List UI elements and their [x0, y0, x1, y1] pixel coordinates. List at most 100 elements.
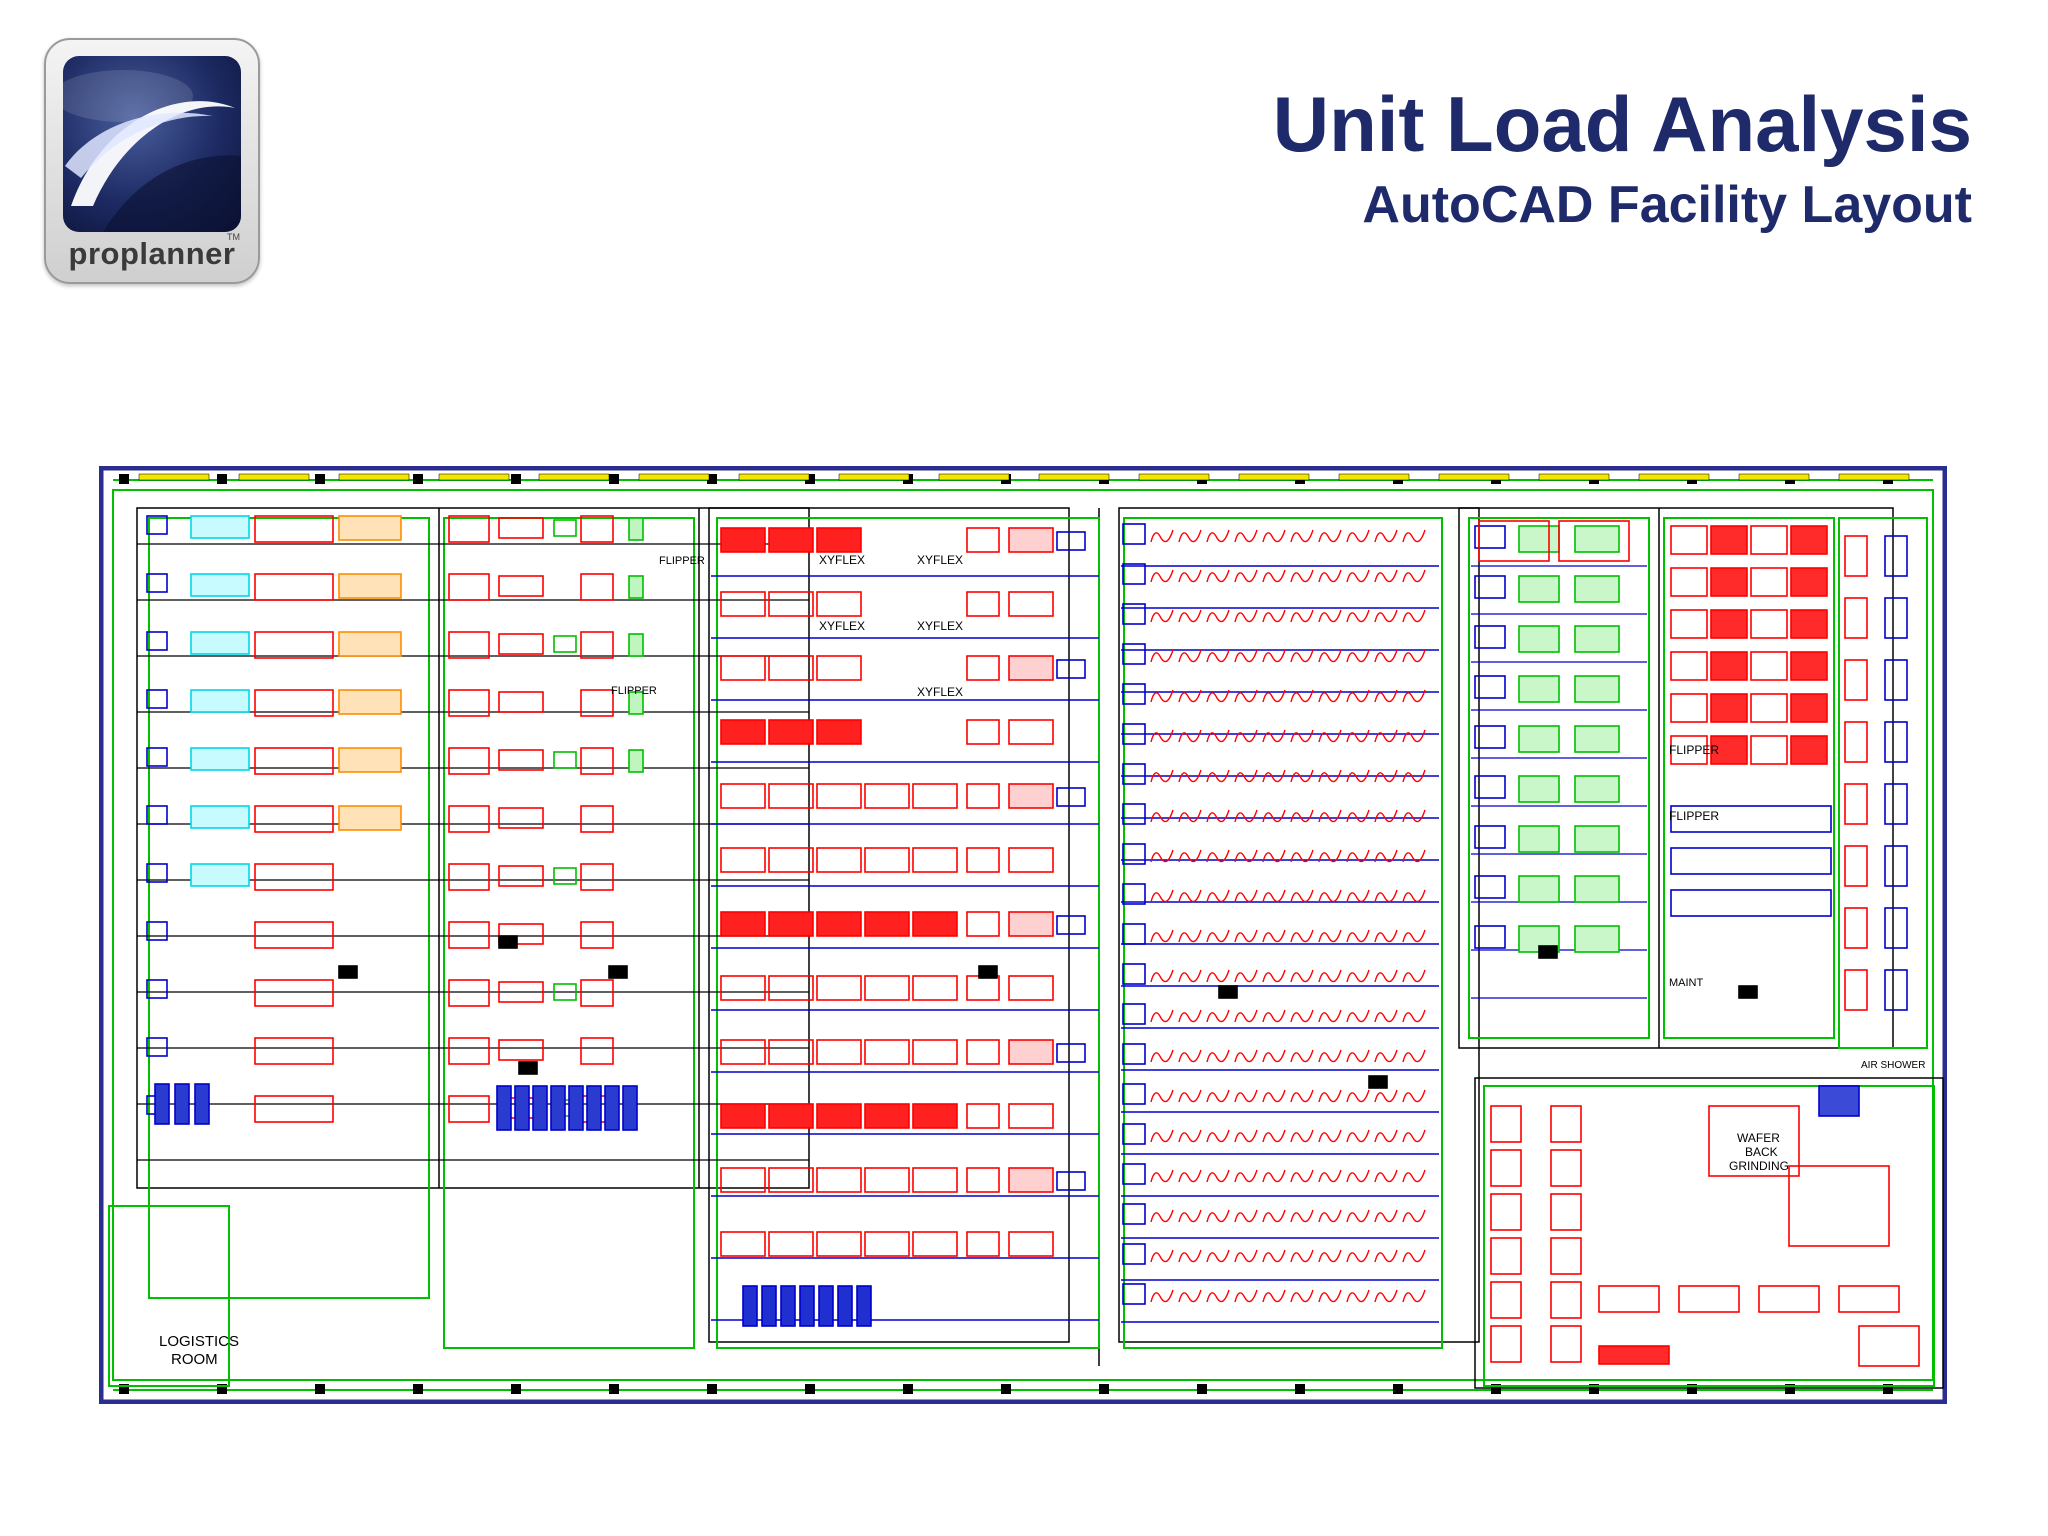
conveyor-loop [1262, 809, 1286, 823]
red-bench [1758, 1285, 1820, 1313]
red-machine [1750, 693, 1788, 723]
green-tag [628, 575, 644, 599]
conveyor-loop [1346, 1289, 1370, 1303]
red-machine [1750, 525, 1788, 555]
air-shower-label: AIR SHOWER [1861, 1060, 1925, 1071]
red-machine [816, 783, 862, 809]
window [738, 473, 810, 481]
red-machine [720, 591, 766, 617]
green-machine [1574, 825, 1620, 853]
conveyor-loop [1374, 929, 1398, 943]
station-icon [1122, 763, 1146, 785]
red-rack [1490, 1325, 1522, 1363]
conveyor-loop [1150, 809, 1174, 823]
column-marker [805, 474, 815, 484]
conveyor-loop [1402, 1089, 1426, 1103]
red-machine [816, 591, 862, 617]
conveyor-loop [1374, 729, 1398, 743]
red-machine [1710, 735, 1748, 765]
conveyor-loop [1206, 649, 1230, 663]
red-rack [1550, 1149, 1582, 1187]
tote [154, 1083, 170, 1125]
conveyor-loop [1262, 609, 1286, 623]
window [938, 473, 1010, 481]
tote [550, 1085, 566, 1131]
window [238, 473, 310, 481]
station-icon [1122, 683, 1146, 705]
conveyor-loop [1402, 969, 1426, 983]
conveyor-loop [1318, 689, 1342, 703]
column-marker [217, 474, 227, 484]
station-icon [1122, 923, 1146, 945]
green-machine [1574, 675, 1620, 703]
conveyor-loop [1262, 929, 1286, 943]
red-cell [498, 575, 544, 597]
conveyor-loop [1374, 1249, 1398, 1263]
conveyor-loop [1374, 889, 1398, 903]
column-marker [1883, 1384, 1893, 1394]
conveyor-loop [1346, 809, 1370, 823]
station-icon [1122, 523, 1146, 545]
blue-cell [1056, 1171, 1086, 1191]
conveyor-loop [1206, 729, 1230, 743]
conveyor-loop [1374, 609, 1398, 623]
station-icon [1474, 775, 1506, 799]
red-cell [580, 515, 614, 543]
conveyor-loop [1346, 689, 1370, 703]
station-icon [1474, 925, 1506, 949]
column-marker [119, 1384, 129, 1394]
red-cell [498, 517, 544, 539]
logistics-room-label-2: ROOM [171, 1351, 218, 1368]
red-cell [966, 719, 1000, 745]
green-machine [1518, 875, 1560, 903]
conveyor-loop [1206, 609, 1230, 623]
conveyor-loop [1150, 929, 1174, 943]
red-machine [1670, 651, 1708, 681]
red-machine [768, 655, 814, 681]
conveyor-loop [1206, 1089, 1230, 1103]
red-machine [254, 805, 334, 833]
conveyor-loop [1318, 729, 1342, 743]
conveyor-loop [1374, 769, 1398, 783]
conveyor-loop [1402, 1169, 1426, 1183]
red-machine [720, 1039, 766, 1065]
conveyor-loop [1150, 649, 1174, 663]
station-icon [1474, 725, 1506, 749]
tote [496, 1085, 512, 1131]
conveyor-loop [1374, 1209, 1398, 1223]
station-icon [1474, 525, 1506, 549]
green-cell [553, 867, 577, 885]
window [838, 473, 910, 481]
red-machine [254, 747, 334, 775]
red-machine [864, 1231, 910, 1257]
zone-green-outlines [108, 517, 1935, 1387]
logo-swoosh-icon [63, 56, 241, 232]
red-machine [1670, 609, 1708, 639]
conveyor-loop [1234, 889, 1258, 903]
wafer-label-1: WAFER [1737, 1131, 1780, 1145]
tote [742, 1285, 758, 1327]
red-cell [1478, 520, 1550, 562]
red-cell [966, 911, 1000, 937]
conveyor-loop [1318, 889, 1342, 903]
red-machine [768, 527, 814, 553]
conveyor-loop [1290, 769, 1314, 783]
red-machine [768, 719, 814, 745]
grinding-cell [1708, 1105, 1800, 1177]
orange-machine [338, 805, 402, 831]
conveyor-loop [1290, 1049, 1314, 1063]
conveyor-loop [1178, 729, 1202, 743]
conveyor-loop [1402, 689, 1426, 703]
page-subtitle: AutoCAD Facility Layout [1362, 176, 1972, 234]
cyan-conveyor [190, 747, 250, 771]
red-cell [966, 527, 1000, 553]
red-cell [448, 1095, 490, 1123]
red-bench [1838, 1285, 1900, 1313]
green-machine [1518, 625, 1560, 653]
red-rack [1550, 1193, 1582, 1231]
red-machine [816, 911, 862, 937]
conveyor-loop [1178, 889, 1202, 903]
conveyor-loop [1262, 729, 1286, 743]
blue-cell [1884, 597, 1908, 639]
column-marker [119, 474, 129, 484]
